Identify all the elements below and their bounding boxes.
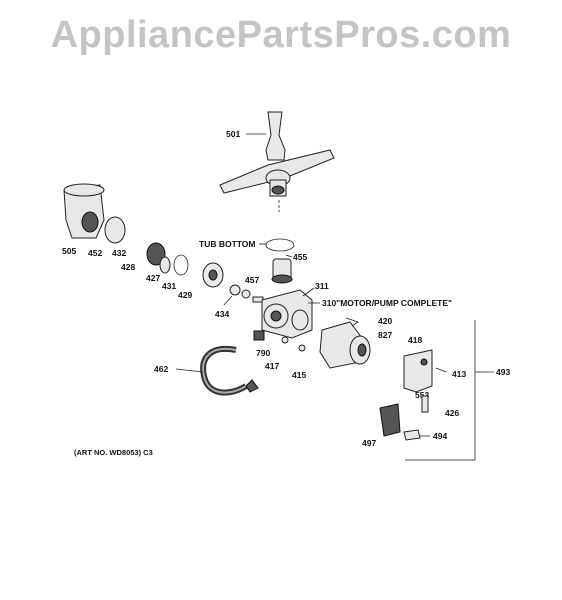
label-505: 505 xyxy=(62,246,76,256)
washer-434b xyxy=(241,289,251,299)
nut-415 xyxy=(298,344,306,352)
label-413: 413 xyxy=(452,369,466,379)
seal-457 xyxy=(271,258,293,284)
label-420: 420 xyxy=(378,316,392,326)
label-429: 429 xyxy=(178,290,192,300)
motor-310 xyxy=(319,321,371,369)
hose-462 xyxy=(200,345,259,396)
bracket-493 xyxy=(405,320,476,461)
chopper-428 xyxy=(146,242,166,266)
clip-420 xyxy=(345,317,359,327)
pin-426 xyxy=(421,395,429,413)
label-457: 457 xyxy=(245,275,259,285)
label-310: 310"MOTOR/PUMP COMPLETE" xyxy=(322,298,452,308)
watermark: AppliancePartsPros.com xyxy=(50,14,512,56)
art-number: (ART NO. WD8053) C3 xyxy=(74,448,153,457)
housing-505 xyxy=(63,183,105,239)
label-790: 790 xyxy=(256,348,270,358)
label-553: 553 xyxy=(415,390,429,400)
part-790 xyxy=(253,330,265,341)
label-431: 431 xyxy=(162,281,176,291)
leader-462 xyxy=(175,368,204,373)
label-415: 415 xyxy=(292,370,306,380)
label-827: 827 xyxy=(378,330,392,340)
label-497: 497 xyxy=(362,438,376,448)
part-427 xyxy=(159,256,171,274)
clip-494 xyxy=(403,429,421,441)
label-455: 455 xyxy=(293,252,307,262)
bracket-418 xyxy=(403,349,433,393)
leader-434 xyxy=(223,295,233,306)
impeller-429 xyxy=(202,262,224,288)
switch-497 xyxy=(379,403,401,437)
label-493: 493 xyxy=(496,367,510,377)
label-311: 311 xyxy=(315,281,329,291)
leader-413 xyxy=(435,367,447,373)
label-432: 432 xyxy=(112,248,126,258)
label-434: 434 xyxy=(215,309,229,319)
pump-body-311 xyxy=(261,289,313,339)
leader-311 xyxy=(302,287,315,297)
label-494: 494 xyxy=(433,431,447,441)
label-501: 501 xyxy=(226,129,240,139)
leader-455 xyxy=(285,254,293,258)
label-452: 452 xyxy=(88,248,102,258)
ring-455 xyxy=(265,238,295,252)
label-427: 427 xyxy=(146,273,160,283)
label-418: 418 xyxy=(408,335,422,345)
spray-arm-501 xyxy=(219,111,335,212)
label-417: 417 xyxy=(265,361,279,371)
nut-417 xyxy=(281,336,289,344)
label-428: 428 xyxy=(121,262,135,272)
label-tub-bottom: TUB BOTTOM xyxy=(199,239,256,249)
ring-431 xyxy=(173,254,189,276)
label-462: 462 xyxy=(154,364,168,374)
washer-434 xyxy=(229,284,241,296)
label-426: 426 xyxy=(445,408,459,418)
clamp-452 xyxy=(104,216,126,244)
